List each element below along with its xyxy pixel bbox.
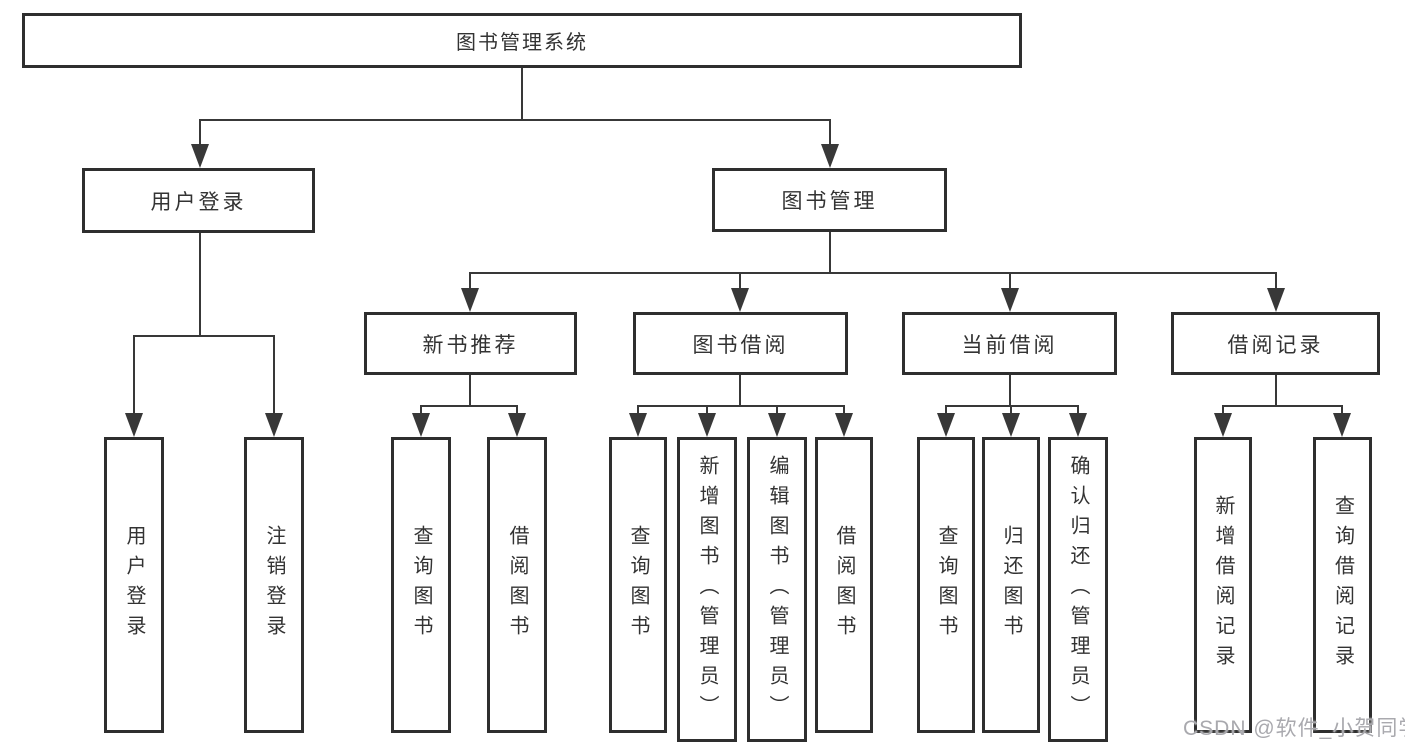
- connector-line: [199, 119, 201, 145]
- connector-line: [1222, 405, 1343, 407]
- connector-line: [637, 405, 639, 414]
- leaf-borrow-add-books-admin: 新增图书（管理员）: [677, 437, 737, 742]
- connector-line: [420, 405, 422, 414]
- leaf-label: 查询借阅记录: [1331, 495, 1354, 675]
- leaf-logout: 注销登录: [244, 437, 304, 733]
- connector-line: [1077, 405, 1079, 414]
- connector-line: [1222, 405, 1224, 414]
- arrow-down-icon: [265, 413, 283, 437]
- leaf-current-query-books: 查询图书: [917, 437, 975, 733]
- connector-line: [199, 233, 201, 336]
- connector-line: [739, 272, 741, 289]
- arrow-down-icon: [1001, 288, 1019, 312]
- connector-line: [273, 335, 275, 413]
- leaf-label: 新增借阅记录: [1212, 495, 1234, 675]
- leaf-label: 新增图书（管理员）: [696, 454, 718, 725]
- arrow-down-icon: [1069, 413, 1087, 437]
- leaf-current-return-books: 归还图书: [982, 437, 1040, 733]
- connector-line: [1275, 272, 1277, 289]
- leaf-label: 归还图书: [1000, 525, 1022, 645]
- connector-line: [1009, 272, 1011, 289]
- arrow-down-icon: [508, 413, 526, 437]
- leaf-borrow-query-books: 查询图书: [609, 437, 667, 733]
- arrow-down-icon: [768, 413, 786, 437]
- arrow-down-icon: [731, 288, 749, 312]
- connector-line: [829, 232, 831, 273]
- connector-line: [945, 405, 947, 414]
- connector-line: [945, 405, 1079, 407]
- leaf-borrow-borrow-books: 借阅图书: [815, 437, 873, 733]
- node-book-management: 图书管理: [712, 168, 947, 232]
- connector-line: [829, 119, 831, 145]
- arrow-down-icon: [629, 413, 647, 437]
- connector-line: [1275, 375, 1277, 406]
- connector-line: [1341, 405, 1343, 414]
- leaf-label: 查询图书: [627, 525, 649, 645]
- watermark: CSDN @软件_小贺同学: [1183, 717, 1405, 740]
- connector-line: [739, 375, 741, 406]
- leaf-label: 确认归还（管理员）: [1067, 454, 1089, 725]
- node-book-borrow: 图书借阅: [633, 312, 848, 375]
- connector-line: [469, 375, 471, 406]
- arrow-down-icon: [835, 413, 853, 437]
- arrow-down-icon: [1214, 413, 1232, 437]
- connector-line: [516, 405, 518, 414]
- arrow-down-icon: [1267, 288, 1285, 312]
- node-library-management-system: 图书管理系统: [22, 13, 1022, 68]
- leaf-label: 注销登录: [263, 525, 285, 645]
- arrow-down-icon: [461, 288, 479, 312]
- leaf-label: 编辑图书（管理员）: [766, 454, 788, 725]
- arrow-down-icon: [191, 144, 209, 168]
- node-user-login: 用户登录: [82, 168, 315, 233]
- leaf-label: 用户登录: [123, 525, 145, 645]
- connector-line: [1009, 375, 1011, 406]
- arrow-down-icon: [1333, 413, 1351, 437]
- connector-line: [199, 119, 831, 121]
- arrow-down-icon: [125, 413, 143, 437]
- leaf-borrow-edit-books-admin: 编辑图书（管理员）: [747, 437, 807, 742]
- leaf-recommend-query-books: 查询图书: [391, 437, 451, 733]
- connector-line: [469, 272, 471, 289]
- leaf-user-login: 用户登录: [104, 437, 164, 733]
- connector-line: [843, 405, 845, 414]
- connector-line: [133, 335, 275, 337]
- arrow-down-icon: [937, 413, 955, 437]
- leaf-label: 查询图书: [410, 525, 432, 645]
- node-new-book-recommend: 新书推荐: [364, 312, 577, 375]
- leaf-current-confirm-return-admin: 确认归还（管理员）: [1048, 437, 1108, 742]
- leaf-label: 借阅图书: [506, 525, 528, 645]
- connector-line: [469, 272, 1277, 274]
- connector-line: [1010, 405, 1012, 414]
- connector-line: [133, 335, 135, 413]
- arrow-down-icon: [698, 413, 716, 437]
- arrow-down-icon: [412, 413, 430, 437]
- node-borrow-records: 借阅记录: [1171, 312, 1380, 375]
- connector-line: [706, 405, 708, 414]
- leaf-records-query-record: 查询借阅记录: [1313, 437, 1372, 733]
- leaf-records-add-record: 新增借阅记录: [1194, 437, 1252, 733]
- connector-line: [521, 68, 523, 120]
- leaf-label: 查询图书: [935, 525, 957, 645]
- connector-line: [776, 405, 778, 414]
- arrow-down-icon: [821, 144, 839, 168]
- arrow-down-icon: [1002, 413, 1020, 437]
- node-current-borrow: 当前借阅: [902, 312, 1117, 375]
- leaf-recommend-borrow-books: 借阅图书: [487, 437, 547, 733]
- leaf-label: 借阅图书: [833, 525, 855, 645]
- connector-line: [637, 405, 845, 407]
- connector-line: [420, 405, 518, 407]
